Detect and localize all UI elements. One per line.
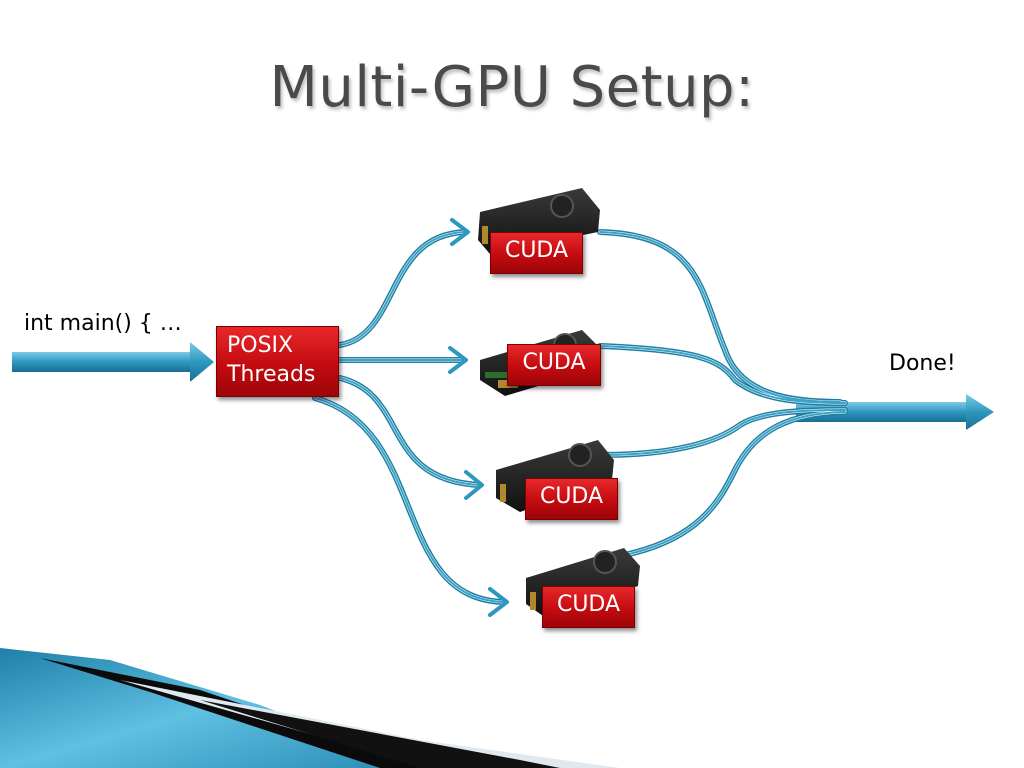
flow-arrows xyxy=(312,218,848,617)
cuda-box-1: CUDA xyxy=(490,232,583,274)
posix-label-line2: Threads xyxy=(227,362,316,387)
slide-title: Multi-GPU Setup: xyxy=(269,55,755,120)
corner-decoration xyxy=(0,648,620,768)
main-function-label: int main() { … xyxy=(24,311,182,336)
cuda-box-2: CUDA xyxy=(507,344,601,386)
done-label: Done! xyxy=(889,351,956,376)
cuda-box-4: CUDA xyxy=(542,586,635,628)
posix-label-line1: POSIX xyxy=(227,333,294,358)
output-arrow xyxy=(796,394,994,430)
input-arrow xyxy=(12,342,214,382)
cuda-box-3: CUDA xyxy=(525,478,618,520)
posix-threads-box: POSIX Threads xyxy=(216,326,339,397)
